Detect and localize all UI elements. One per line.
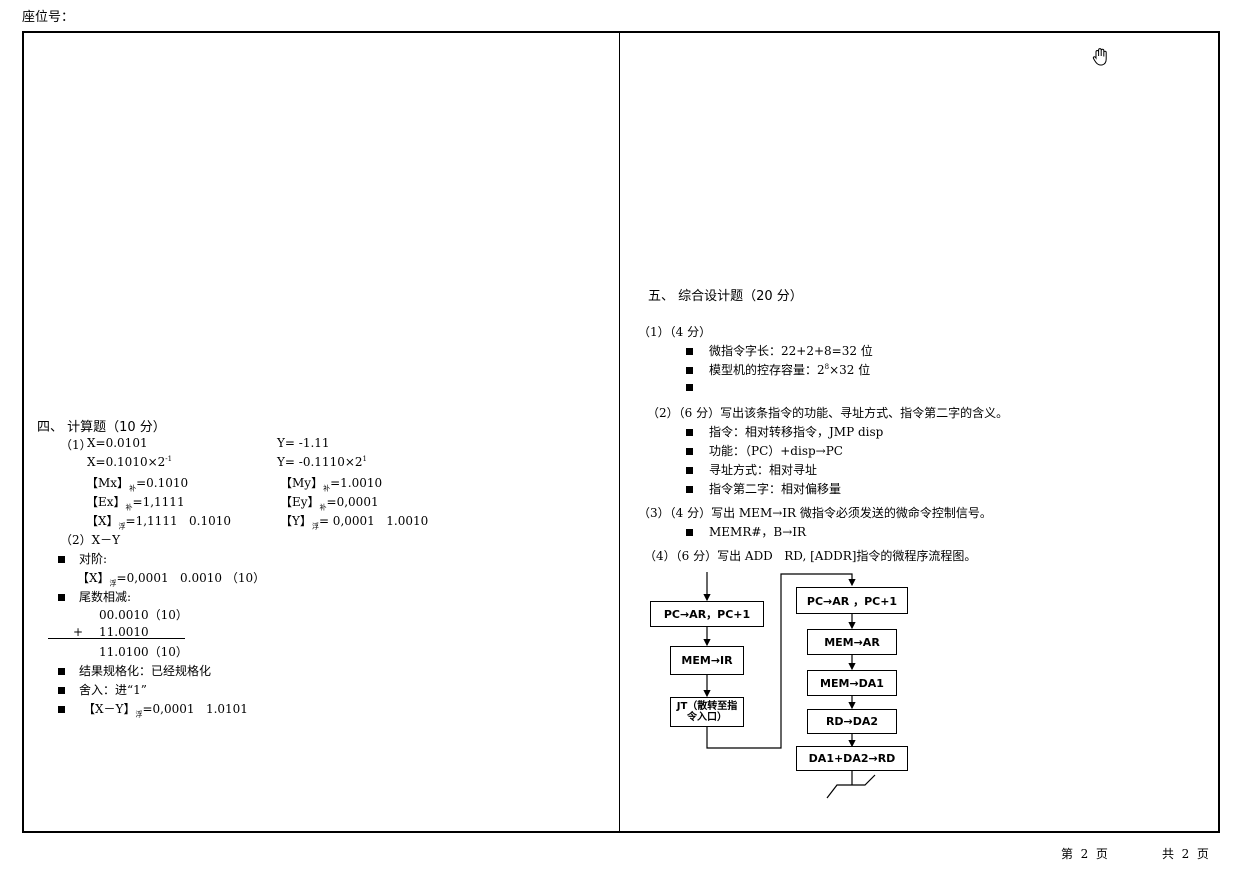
flow-box-a3: JT（散转至指令入口） [670,697,744,727]
x-line1: X=0.0101 [87,436,148,450]
bullet-icon [58,594,65,601]
ex-line: 【Ex】补=1,1111 [86,495,185,512]
bullet-icon [58,668,65,675]
bullet-icon [686,384,693,391]
bullet-icon [686,467,693,474]
p1-label: （1） [60,438,92,452]
bullet-round: 舍入：进“1” [58,681,147,698]
align-x-line: 【X】浮=0,0001 0.0010 （10） [77,571,266,588]
p2-label: （2）X－Y [60,533,121,547]
q3-bullet1: MEMR#，B→IR [686,523,806,540]
q3-label: （3）（4 分）写出 MEM→IR 微指令必须发送的微命令控制信号。 [638,506,992,520]
flow-box-b3: MEM→DA1 [807,670,897,696]
calc-line2: 11.0010 [99,625,149,639]
flow-box-b5: DA1+DA2→RD [796,746,908,771]
footer-page: 第 2 页 [1061,847,1108,861]
bullet-align: 对阶: [58,550,107,567]
bullet-mantissa: 尾数相减: [58,588,131,605]
q4-label: （4）（6 分）写出 ADD RD, [ADDR]指令的微程序流程图。 [644,549,977,563]
y-line1: Y= -1.11 [277,436,330,450]
flow-box-b2: MEM→AR [807,629,897,655]
flow-box-b1: PC→AR ，PC+1 [796,587,908,614]
calc-underline [48,638,185,639]
section5-title: 五、 综合设计题（20 分） [648,289,803,304]
bullet-normalize: 结果规格化：已经规格化 [58,662,211,679]
bullet-icon [686,448,693,455]
flow-box-a2: MEM→IR [670,646,744,675]
q1-label: （1）（4 分） [638,325,712,339]
calc-plus: + [73,625,84,639]
section4-title: 四、 计算题（10 分） [37,420,166,435]
column-divider [619,31,620,833]
mx-line: 【Mx】补=0.1010 [86,476,189,493]
q1-bullet2: 模型机的控存容量：28×32 位 [686,361,870,378]
q1-bullet3 [686,380,693,394]
x-line2: X=0.1010×2-1 [87,455,173,469]
bullet-icon [58,556,65,563]
y-line2: Y= -0.1110×21 [277,455,367,469]
q1-bullet1: 微指令字长：22+2+8=32 位 [686,342,873,359]
bullet-icon [686,529,693,536]
flowchart-connectors [703,572,876,799]
q2-label: （2）（6 分）写出该条指令的功能、寻址方式、指令第二字的含义。 [647,406,1009,420]
my-line: 【My】补=1.0010 [280,476,383,493]
ey-line: 【Ey】补=0,0001 [280,495,379,512]
xf-line: 【X】浮=1,1111 0.1010 [86,514,232,531]
calc-result: 11.0100（10） [99,645,188,659]
q2-bullet4: 指令第二字：相对偏移量 [686,480,841,497]
bullet-icon [58,706,65,713]
bullet-icon [686,429,693,436]
bullet-icon [58,687,65,694]
q2-bullet3: 寻址方式：相对寻址 [686,461,817,478]
flow-box-b4: RD→DA2 [807,709,897,734]
yf-line: 【Y】浮= 0,0001 1.0010 [280,514,429,531]
bullet-icon [686,348,693,355]
exam-frame [22,31,1220,833]
hand-cursor-icon [1090,46,1112,68]
bullet-icon [686,486,693,493]
bullet-icon [686,367,693,374]
q2-bullet1: 指令：相对转移指令，JMP disp [686,423,883,440]
calc-line1: 00.0010（10） [99,608,188,622]
bullet-final: 【X－Y】浮=0,0001 1.0101 [58,700,248,719]
seat-number-label: 座位号： [22,10,75,25]
q2-bullet2: 功能：（PC）+disp→PC [686,442,843,459]
footer-total: 共 2 页 [1162,847,1209,861]
flow-box-a1: PC→AR，PC+1 [650,601,764,627]
